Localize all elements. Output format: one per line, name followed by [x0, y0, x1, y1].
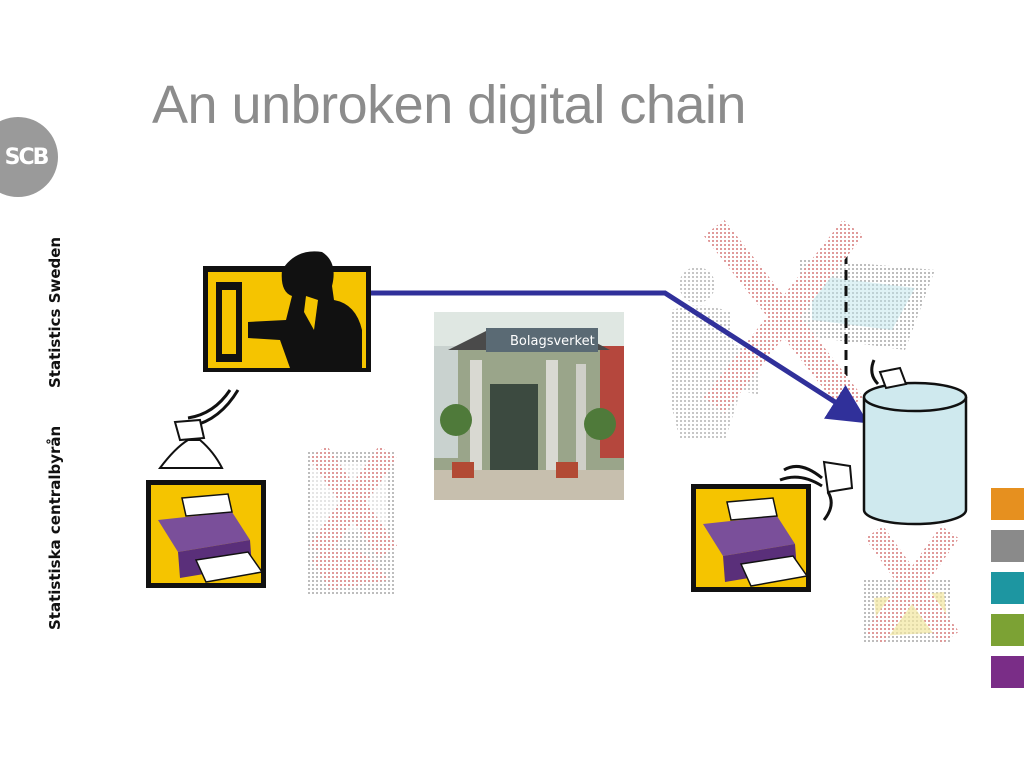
database-cylinder [862, 381, 968, 526]
crossed-out-printout [864, 525, 959, 645]
cable-connector-right [779, 460, 854, 521]
printer-icon-left [146, 480, 266, 588]
printer-icon-right [691, 484, 811, 592]
data-flow-arrow [370, 290, 869, 424]
operator-at-computer-icon [203, 251, 371, 372]
bolagsverket-building-photo: Bolagsverket [434, 312, 624, 500]
scb-logo-text: SCB [4, 144, 50, 170]
color-swatch-purple [991, 656, 1024, 688]
color-swatch-orange [991, 488, 1024, 520]
color-swatch-green [991, 614, 1024, 646]
slide-title: An unbroken digital chain [152, 75, 746, 135]
crossed-out-document [306, 445, 398, 594]
color-swatch-teal [991, 572, 1024, 604]
color-swatch-grey [991, 530, 1024, 562]
bolagsverket-sign: Bolagsverket [510, 334, 595, 349]
crossed-out-scanner [703, 219, 935, 414]
cable-connector-database-top [870, 359, 908, 390]
cable-connector-left [157, 389, 240, 469]
